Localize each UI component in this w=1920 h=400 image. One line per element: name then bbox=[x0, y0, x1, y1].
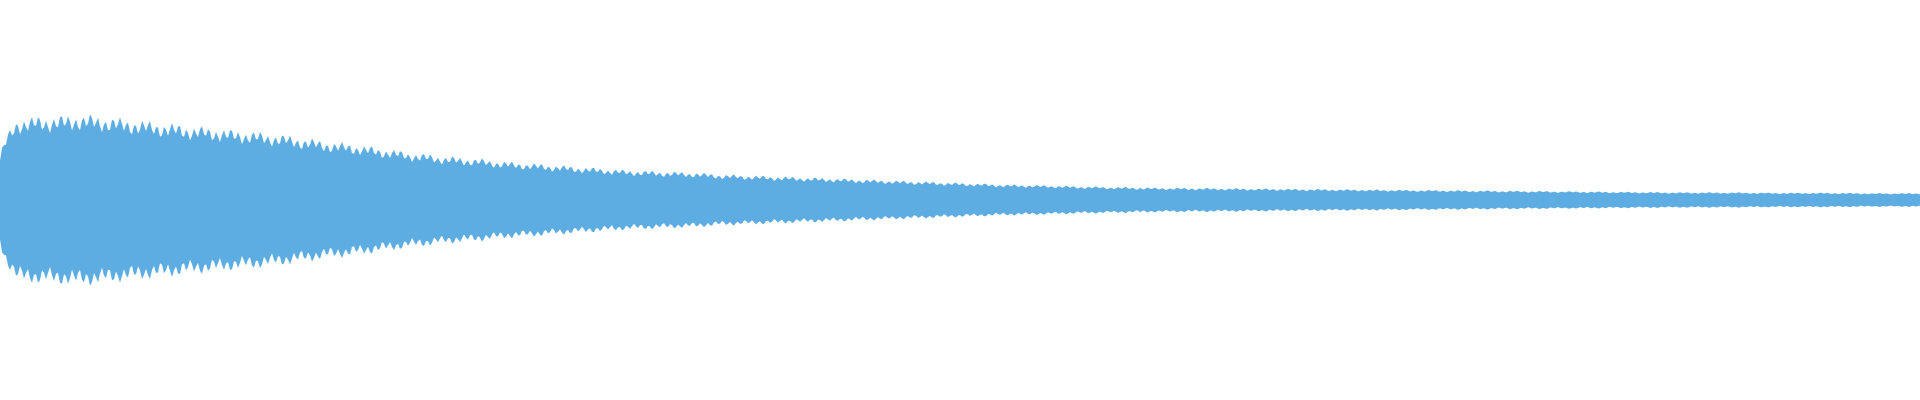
waveform-layer bbox=[0, 114, 1920, 286]
